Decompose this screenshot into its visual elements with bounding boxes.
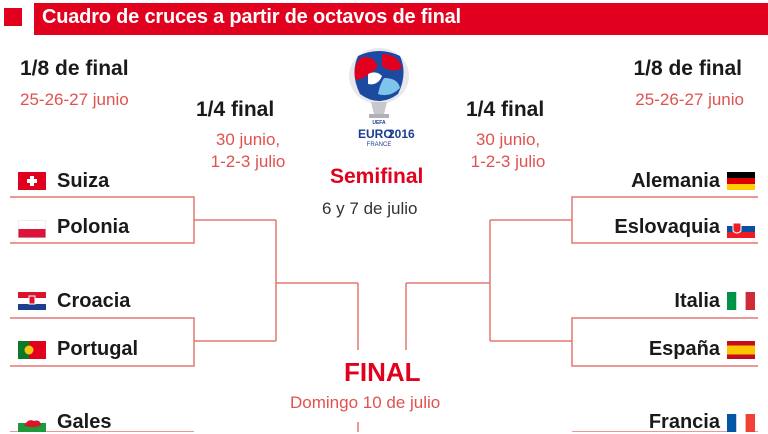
- left-quarter-dates: 30 junio, 1-2-3 julio: [196, 129, 300, 173]
- page-title: Cuadro de cruces a partir de octavos de …: [42, 6, 461, 28]
- team-name-right: España: [648, 338, 720, 360]
- right-quarter-dates: 30 junio, 1-2-3 julio: [456, 129, 560, 173]
- logo-year-text: 2016: [388, 127, 415, 141]
- left-quarter-label: 1/4 final: [196, 98, 275, 121]
- wales-flag-icon: [18, 414, 46, 432]
- poland-flag-icon: [18, 220, 46, 238]
- right-quarter-dates-line2: 1-2-3 julio: [470, 152, 546, 171]
- germany-flag-icon: [727, 172, 755, 190]
- right-round-of-16-label: 1/8 de final: [633, 57, 742, 80]
- team-name-left: Portugal: [57, 338, 139, 360]
- right-round-of-16-dates: 25-26-27 junio: [635, 90, 744, 109]
- bracket-line: [571, 317, 758, 367]
- euro-2016-logo: UEFA EURO 2016 FRANCE: [338, 44, 420, 166]
- final-date: Domingo 10 de julio: [290, 393, 441, 412]
- header-square: [4, 8, 22, 26]
- bracket-line: [10, 317, 195, 367]
- team-name-right: Alemania: [631, 170, 720, 192]
- logo-euro-text: EURO: [358, 127, 393, 141]
- france-flag-icon: [727, 414, 755, 432]
- team-name-right: Francia: [648, 411, 720, 433]
- euro-trophy-icon: UEFA EURO 2016 FRANCE: [349, 48, 415, 148]
- switzerland-flag-icon: [18, 172, 46, 190]
- logo-uefa-text: UEFA: [372, 120, 386, 126]
- team-name-left: Gales: [57, 411, 112, 433]
- left-quarter-dates-line1: 30 junio,: [215, 130, 281, 149]
- right-quarter-dates-line1: 30 junio,: [475, 130, 541, 149]
- team-name-right: Eslovaquia: [614, 216, 720, 238]
- portugal-flag-icon: [18, 341, 46, 359]
- left-quarter-dates-line2: 1-2-3 julio: [210, 152, 286, 171]
- semifinal-label: Semifinal: [330, 165, 424, 188]
- left-round-of-16-label: 1/8 de final: [20, 57, 129, 80]
- left-round-of-16-dates: 25-26-27 junio: [20, 90, 129, 109]
- semifinal-dates: 6 y 7 de julio: [322, 199, 418, 218]
- spain-flag-icon: [727, 341, 755, 359]
- italy-flag-icon: [727, 292, 755, 310]
- team-name-left: Suiza: [57, 170, 110, 192]
- slovakia-flag-icon: [727, 220, 755, 238]
- header-bar: [34, 3, 768, 35]
- final-label: FINAL: [344, 357, 421, 387]
- team-name-left: Polonia: [57, 216, 130, 238]
- logo-france-text: FRANCE: [367, 142, 392, 148]
- team-name-left: Croacia: [57, 290, 131, 312]
- header: Cuadro de cruces a partir de octavos de …: [0, 0, 768, 38]
- croatia-flag-icon: [18, 292, 46, 310]
- right-quarter-label: 1/4 final: [466, 98, 545, 121]
- team-name-right: Italia: [674, 290, 720, 312]
